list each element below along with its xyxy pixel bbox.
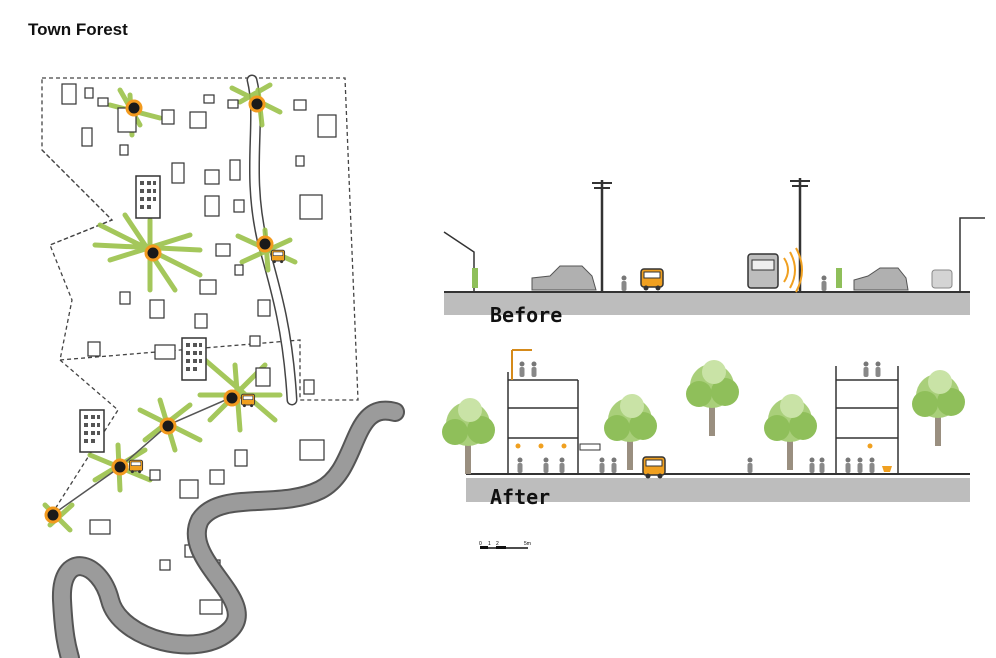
after-label: After bbox=[490, 485, 550, 509]
scale-bar: 0 1 2 5m bbox=[479, 541, 531, 549]
before-section: Before bbox=[443, 178, 985, 327]
road-gray bbox=[466, 478, 970, 502]
bus-icon bbox=[270, 249, 286, 264]
transit-node bbox=[144, 244, 162, 262]
transit-node bbox=[44, 506, 62, 524]
scale-tick: 0 bbox=[479, 541, 482, 547]
transit-node bbox=[223, 389, 241, 407]
scale-tick: 2 bbox=[496, 541, 499, 547]
transit-node bbox=[111, 458, 129, 476]
tree bbox=[442, 398, 495, 474]
page-title: Town Forest bbox=[28, 20, 128, 39]
road-gray bbox=[444, 293, 970, 315]
transit-node bbox=[248, 95, 266, 113]
bus-icon bbox=[128, 459, 144, 474]
car bbox=[853, 267, 909, 291]
transit-node bbox=[125, 99, 143, 117]
bus-icon bbox=[240, 393, 256, 408]
buildings bbox=[61, 83, 337, 615]
tree bbox=[764, 394, 817, 470]
building-left bbox=[507, 372, 579, 474]
before-label: Before bbox=[490, 303, 562, 327]
apartment-tower bbox=[181, 337, 207, 381]
scale-tick: 5m bbox=[524, 541, 531, 547]
transit-node bbox=[256, 235, 274, 253]
apartment-tower bbox=[135, 175, 161, 219]
scale-tick: 1 bbox=[488, 541, 491, 547]
town-map bbox=[41, 74, 405, 658]
car bbox=[531, 265, 597, 291]
after-section: After bbox=[442, 349, 970, 509]
apartment-tower bbox=[79, 409, 105, 453]
transit-node bbox=[159, 417, 177, 435]
bus-icon bbox=[642, 456, 666, 480]
tree bbox=[686, 360, 739, 436]
tree bbox=[912, 370, 965, 446]
truck bbox=[747, 253, 779, 289]
building-right bbox=[835, 366, 899, 474]
bus-icon bbox=[640, 268, 664, 292]
